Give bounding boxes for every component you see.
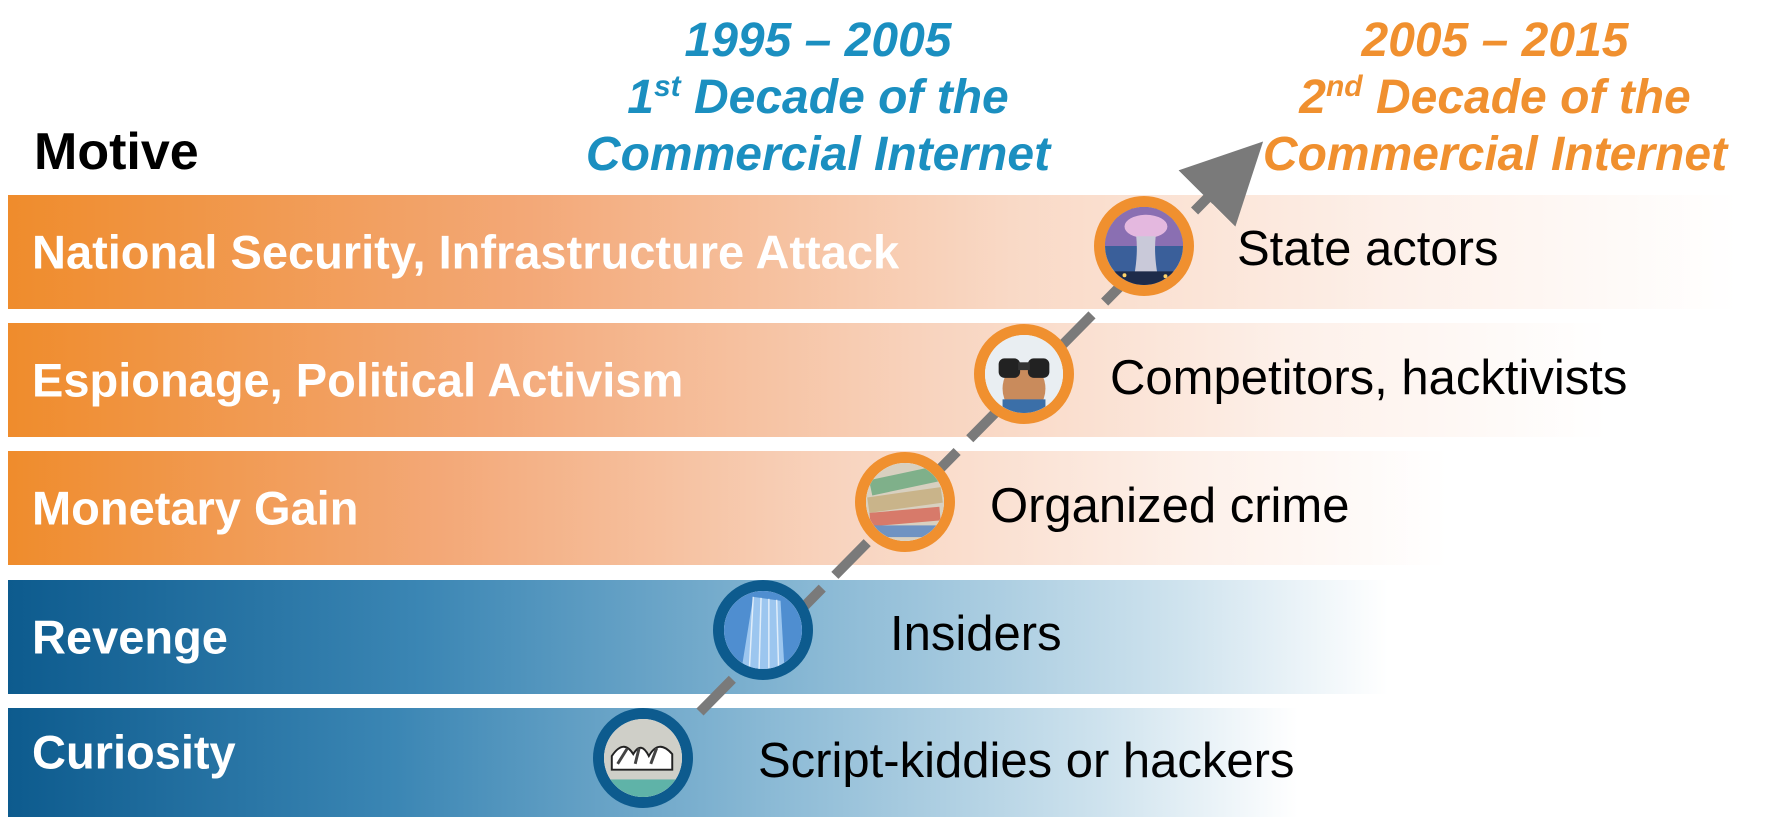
motive-label: Revenge [32,610,228,664]
binoculars-person-icon [974,324,1074,424]
motive-band-revenge: Revenge [8,580,1388,694]
era-2-heading: 2005 – 2015 2nd Decade of the Commercial… [1230,12,1760,183]
graffiti-icon [593,708,693,808]
era-2-decade-line: 2nd Decade of the [1299,70,1691,124]
era-1-decade-line: 1st Decade of the [627,70,1009,124]
motive-label: Monetary Gain [32,481,359,535]
power-plant-icon [1094,196,1194,296]
motive-heading: Motive [34,123,199,181]
motive-label: National Security, Infrastructure Attack [32,225,900,279]
motive-label: Curiosity [32,725,236,779]
motive-band-national-security: National Security, Infrastructure Attack [8,195,1738,309]
era-1-heading: 1995 – 2005 1st Decade of the Commercial… [548,12,1088,183]
actor-label-script-kiddies: Script-kiddies or hackers [758,734,1295,788]
era-1-subtitle: Commercial Internet [585,128,1051,181]
era-2-subtitle: Commercial Internet [1262,128,1728,181]
motive-band-monetary-gain: Monetary Gain [8,451,1448,565]
motive-band-espionage: Espionage, Political Activism [8,323,1608,437]
actor-label-state-actors: State actors [1237,222,1499,276]
motive-label: Espionage, Political Activism [32,353,684,407]
actor-label-insiders: Insiders [890,607,1062,661]
era-1-years: 1995 – 2005 [684,14,952,67]
actor-label-organized-crime: Organized crime [990,479,1350,533]
office-building-icon [713,580,813,680]
actor-label-competitors: Competitors, hacktivists [1110,351,1628,405]
banknotes-icon [855,452,955,552]
era-2-years: 2005 – 2015 [1361,14,1629,67]
